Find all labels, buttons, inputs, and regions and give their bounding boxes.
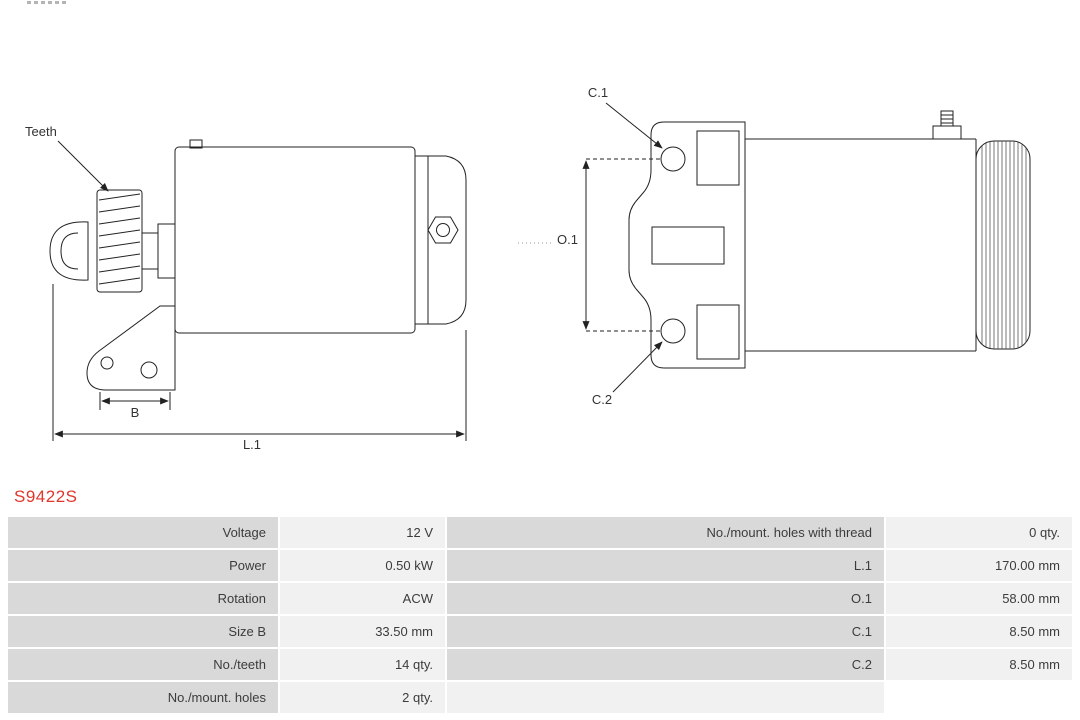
spec-label: No./mount. holes with thread <box>447 517 884 548</box>
spec-value: 12 V <box>280 517 445 548</box>
spec-label: L.1 <box>447 550 884 581</box>
page-edge-artifact <box>27 1 67 4</box>
label-b: B <box>131 405 140 420</box>
spec-value: 58.00 mm <box>886 583 1072 614</box>
spec-label: O.1 <box>447 583 884 614</box>
spec-value: 8.50 mm <box>886 616 1072 647</box>
spec-table: Voltage 12 V No./mount. holes with threa… <box>8 517 1072 713</box>
label-c1: C.1 <box>588 85 608 100</box>
spec-value: 0.50 kW <box>280 550 445 581</box>
label-c2: C.2 <box>592 392 612 407</box>
spec-value <box>886 682 1072 713</box>
spec-label: C.2 <box>447 649 884 680</box>
part-number: S9422S <box>14 487 78 506</box>
spec-value: 14 qty. <box>280 649 445 680</box>
spec-label: Voltage <box>8 517 278 548</box>
spec-label: No./teeth <box>8 649 278 680</box>
spec-value: 33.50 mm <box>280 616 445 647</box>
spec-value: 8.50 mm <box>886 649 1072 680</box>
spec-value: 0 qty. <box>886 517 1072 548</box>
technical-drawing-area: Teeth B L.1 C.1 C.2 O.1 <box>25 85 1031 452</box>
spec-label <box>447 682 884 713</box>
label-teeth: Teeth <box>25 124 57 139</box>
right-view <box>518 102 1031 393</box>
spec-label: C.1 <box>447 616 884 647</box>
label-l1: L.1 <box>243 437 261 452</box>
spec-label: Power <box>8 550 278 581</box>
label-o1: O.1 <box>557 232 578 247</box>
spec-label: Rotation <box>8 583 278 614</box>
spec-label: Size B <box>8 616 278 647</box>
spec-label: No./mount. holes <box>8 682 278 713</box>
spec-value: 2 qty. <box>280 682 445 713</box>
spec-value: 170.00 mm <box>886 550 1072 581</box>
technical-drawing: Teeth B L.1 C.1 C.2 O.1 <box>25 85 1031 452</box>
left-view <box>49 139 467 441</box>
spec-value: ACW <box>280 583 445 614</box>
